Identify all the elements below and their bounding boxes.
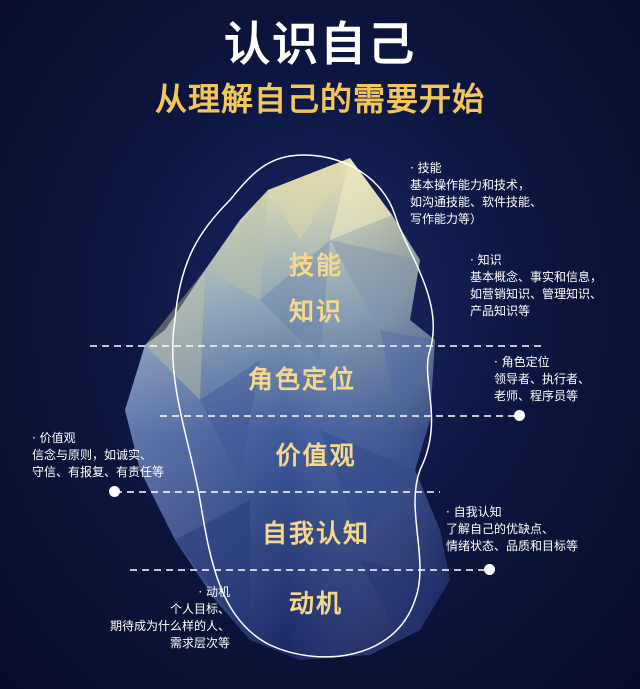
note-line: 老师、程序员等 (494, 389, 579, 403)
note-values: · 价值观 信念与原则，如诚实、 守信、有报复、有责任等 (32, 430, 164, 481)
layer-skill-label: 技能 (288, 251, 343, 280)
note-line: 如沟通技能、软件技能、 (410, 195, 543, 209)
note-line: 信念与原则，如诚实、 (32, 448, 153, 462)
note-heading: · 自我认知 (446, 505, 502, 519)
marker-dot (484, 564, 495, 575)
layer-self-awareness-label: 自我认知 (261, 519, 370, 548)
marker-dot (109, 486, 120, 497)
note-line: 期待成为什么样的人、 (109, 619, 230, 633)
note-line: 需求层次等 (169, 636, 230, 650)
note-line: 领导者、执行者、 (494, 372, 591, 386)
note-role: · 角色定位 领导者、执行者、 老师、程序员等 (494, 354, 590, 405)
note-line: 写作能力等） (410, 212, 483, 226)
note-line: 如营销知识、管理知识、 (470, 287, 603, 301)
note-line: 产品知识等 (470, 304, 531, 318)
note-heading: · 动机 (198, 585, 230, 599)
layer-knowledge-label: 知识 (288, 297, 343, 326)
note-heading: · 价值观 (32, 431, 76, 445)
note-heading: · 技能 (410, 161, 442, 175)
note-self-awareness: · 自我认知 了解自己的优缺点、 情绪状态、品质和目标等 (446, 504, 578, 555)
note-heading: · 知识 (470, 253, 502, 267)
iceberg-outline (171, 154, 435, 658)
note-line: 个人目标、 (169, 602, 230, 616)
layer-role-label: 角色定位 (247, 365, 356, 394)
note-line: 了解自己的优缺点、 (446, 522, 555, 536)
note-knowledge: · 知识 基本概念、事实和信息， 如营销知识、管理知识、 产品知识等 (470, 252, 602, 320)
note-line: 情绪状态、品质和目标等 (446, 539, 579, 553)
note-line: 基本概念、事实和信息， (470, 270, 603, 284)
layer-motive-label: 动机 (288, 589, 343, 618)
page-subtitle: 从理解自己的需要开始 (154, 80, 485, 118)
note-skill: · 技能 基本操作能力和技术， 如沟通技能、软件技能、 写作能力等） (410, 160, 542, 228)
page-title: 认识自己 (224, 17, 416, 71)
note-line: 基本操作能力和技术， (410, 178, 531, 192)
note-motive: · 动机 个人目标、 期待成为什么样的人、 需求层次等 (60, 584, 230, 652)
layer-values-label: 价值观 (275, 441, 357, 470)
note-line: 守信、有报复、有责任等 (32, 465, 165, 479)
note-heading: · 角色定位 (494, 355, 550, 369)
marker-dot (514, 410, 525, 421)
